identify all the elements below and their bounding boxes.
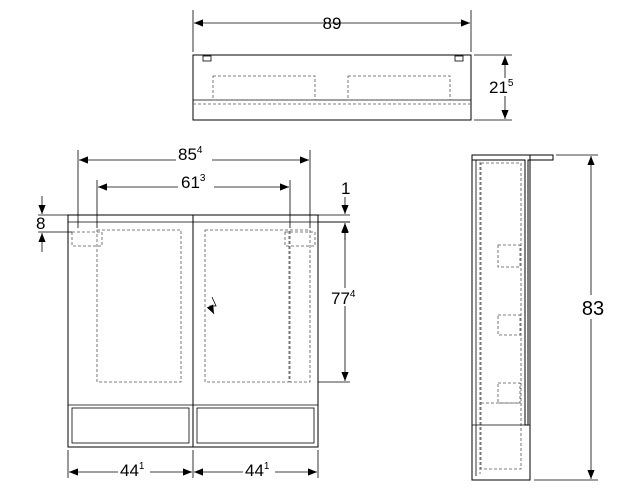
left-half-label: 441 bbox=[120, 461, 145, 480]
front-view-hinge-left bbox=[71, 231, 103, 247]
outer-width-label: 854 bbox=[178, 145, 203, 164]
top-view-hinge-left bbox=[202, 55, 212, 62]
left-half-label-bg bbox=[118, 460, 150, 478]
front-view-bottom-compartment-right bbox=[196, 407, 315, 444]
top-offset-label: 1 bbox=[341, 179, 350, 198]
top-view-hinge-right bbox=[454, 55, 464, 62]
inner-width-main: 61 bbox=[181, 173, 200, 192]
side-view-top-lip bbox=[471, 154, 554, 426]
front-view-mirror-right bbox=[204, 229, 290, 383]
top-view-shelf-right bbox=[347, 75, 451, 101]
side-view-shelf-1 bbox=[497, 244, 521, 268]
top-view-shelf-left bbox=[212, 75, 316, 101]
right-half-main: 44 bbox=[245, 461, 264, 480]
right-half-label: 441 bbox=[245, 461, 270, 480]
side-view-shelf-2 bbox=[497, 314, 521, 336]
electric-bolt-icon bbox=[206, 296, 217, 315]
front-view-hinge-right bbox=[284, 231, 316, 247]
door-height-sup: 4 bbox=[350, 289, 356, 300]
right-half-label-bg bbox=[243, 460, 275, 478]
top-view: 89 215 bbox=[192, 10, 522, 121]
front-view-mirror-right-partial bbox=[289, 229, 311, 383]
total-height-label: 83 bbox=[582, 298, 604, 320]
front-view-mirror-left bbox=[96, 229, 182, 383]
top-depth-sup: 5 bbox=[508, 78, 514, 89]
top-depth-label: 215 bbox=[489, 78, 514, 97]
top-width-label: 89 bbox=[323, 14, 342, 33]
top-view-outline bbox=[192, 54, 472, 121]
side-view: 83 bbox=[471, 154, 608, 481]
door-height-label: 774 bbox=[331, 289, 356, 308]
top-depth-label-bg bbox=[488, 78, 522, 96]
outer-width-label-bg bbox=[176, 146, 212, 162]
front-view-bottom-compartment-left bbox=[71, 407, 190, 444]
top-depth-main: 21 bbox=[489, 78, 508, 97]
inner-width-label-bg bbox=[178, 173, 214, 189]
outer-width-sup: 4 bbox=[197, 145, 203, 156]
left-offset-label: 8 bbox=[36, 214, 45, 233]
inner-width-sup: 3 bbox=[200, 173, 206, 184]
outer-width-main: 85 bbox=[178, 145, 197, 164]
left-half-main: 44 bbox=[120, 461, 139, 480]
front-view: 854 613 1 774 8 441 441 bbox=[36, 145, 362, 480]
side-view-inner-cavity bbox=[480, 162, 522, 470]
side-view-shelf-3 bbox=[497, 382, 521, 404]
total-height-label-bg bbox=[578, 295, 608, 319]
door-height-label-bg bbox=[330, 288, 362, 306]
left-half-sup: 1 bbox=[139, 461, 145, 472]
door-height-main: 77 bbox=[331, 289, 350, 308]
inner-width-label: 613 bbox=[181, 173, 206, 192]
right-half-sup: 1 bbox=[264, 461, 270, 472]
